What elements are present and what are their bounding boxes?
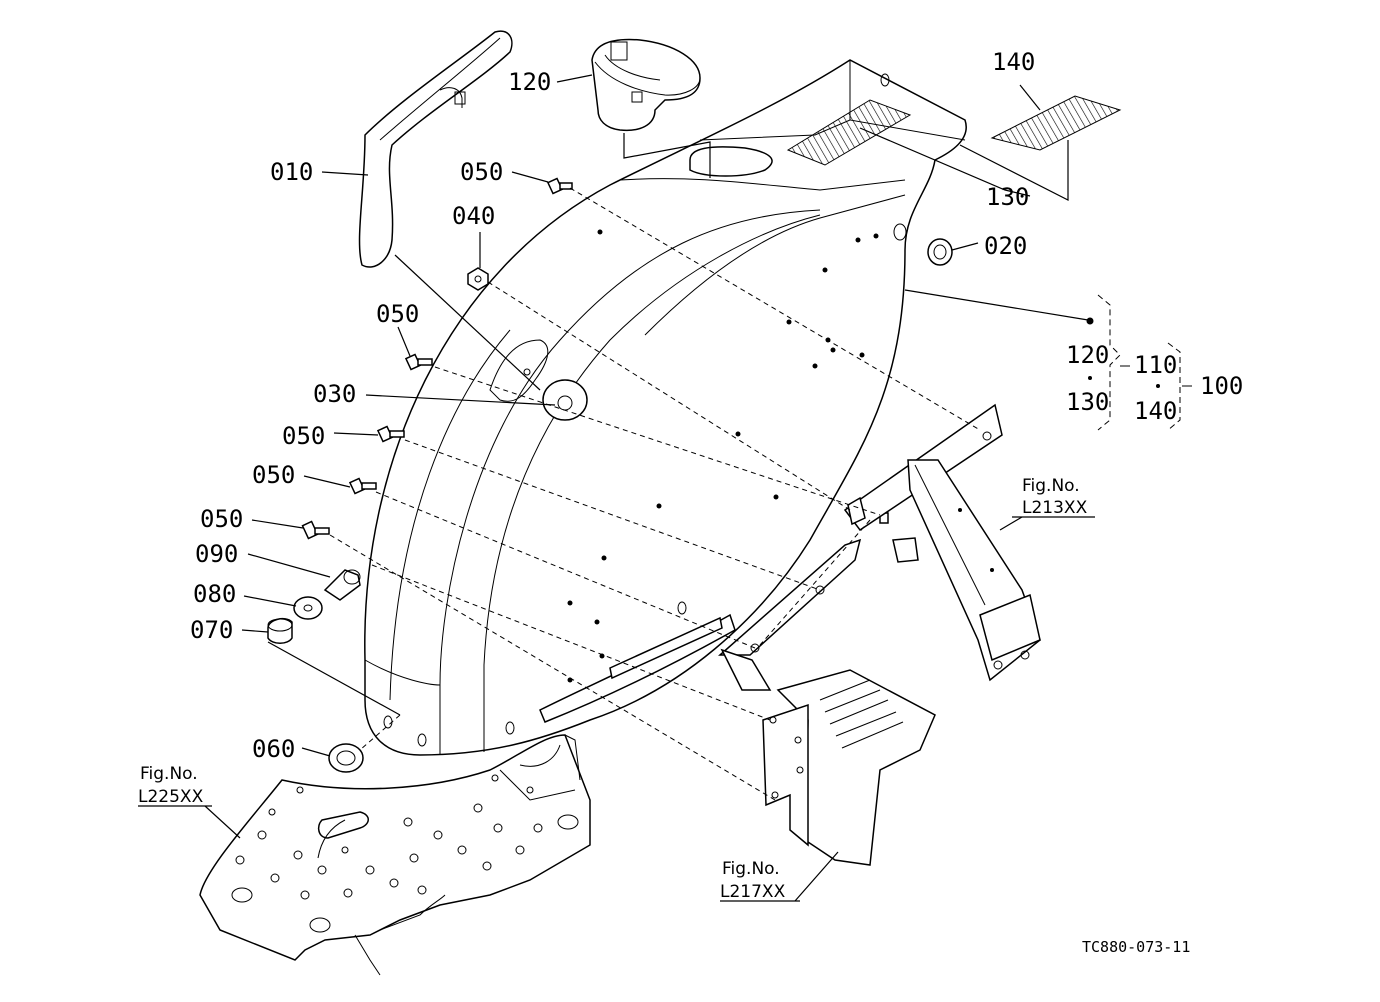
grab-handle-part [358, 30, 513, 268]
label-140-set: 140 [1134, 397, 1177, 425]
grommet-part-020 [927, 238, 953, 266]
label-050-d: 050 [252, 461, 295, 489]
label-060: 060 [252, 735, 295, 763]
set-brackets [1088, 294, 1192, 431]
floor-plate-assembly [199, 734, 591, 976]
label-120-top: 120 [508, 68, 551, 96]
fig-l213-title: Fig.No. [1022, 476, 1080, 496]
washer-part-080 [293, 596, 323, 620]
dashed-lines [329, 187, 981, 801]
label-120-set: 120 [1066, 341, 1109, 369]
pin-part-090 [323, 569, 361, 601]
label-040: 040 [452, 202, 495, 230]
label-050-c: 050 [282, 422, 325, 450]
label-130-set: 130 [1066, 388, 1109, 416]
label-140-top: 140 [992, 48, 1035, 76]
decal-part-140 [990, 95, 1122, 151]
fig-l217-number: L217XX [720, 882, 786, 902]
floor-plate-holes [231, 774, 579, 933]
label-080: 080 [193, 580, 236, 608]
grommet-part-060 [328, 743, 364, 773]
collar-part-070 [267, 617, 293, 644]
label-050-e: 050 [200, 505, 243, 533]
fig-l213-number: L213XX [1022, 498, 1088, 518]
label-050-a: 050 [460, 158, 503, 186]
cup-holder-part [591, 38, 701, 132]
fig-l225-title: Fig.No. [140, 764, 198, 784]
drawing-reference: TC880-073-11 [1082, 938, 1190, 956]
step-assembly [762, 669, 936, 866]
part-labels: 010 120 140 130 020 050 040 050 030 050 … [190, 48, 1243, 763]
nut-part-040 [467, 267, 489, 291]
label-070: 070 [190, 616, 233, 644]
label-110: 110 [1134, 351, 1177, 379]
label-020: 020 [984, 232, 1027, 260]
bracket-assembly [718, 403, 1041, 691]
fender-body [364, 59, 967, 756]
mounting-holes [383, 73, 907, 747]
fig-references: Fig.No. L213XX Fig.No. L225XX Fig.No. L2… [138, 476, 1088, 902]
fig-l217-title: Fig.No. [722, 859, 780, 879]
label-010: 010 [270, 158, 313, 186]
label-130-top: 130 [986, 183, 1029, 211]
fig-l225-number: L225XX [138, 787, 204, 807]
label-030: 030 [313, 380, 356, 408]
label-050-b: 050 [376, 300, 419, 328]
bolt-parts-050 [301, 177, 889, 540]
knob-part-030 [542, 379, 588, 421]
label-100: 100 [1200, 372, 1243, 400]
label-090: 090 [195, 540, 238, 568]
leader-lines [138, 74, 1095, 902]
